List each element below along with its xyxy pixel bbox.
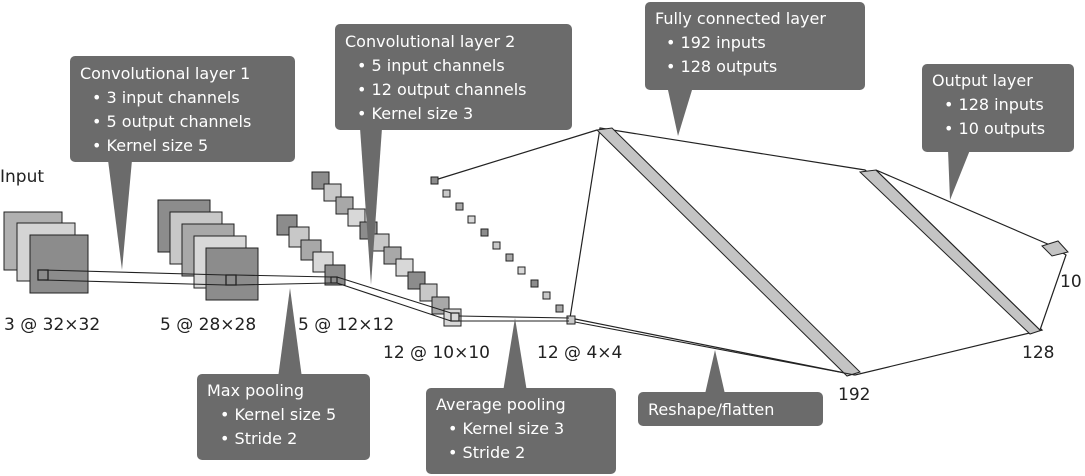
callout-title: Average pooling bbox=[436, 395, 566, 414]
callout-box bbox=[197, 374, 370, 460]
conv1-receptive-field bbox=[225, 274, 237, 286]
callout-conv2: Convolutional layer 2 • 5 input channels… bbox=[335, 24, 572, 285]
callout-title: Convolutional layer 2 bbox=[345, 32, 515, 51]
callout-pointer bbox=[705, 350, 725, 394]
fc-output-count: 128 bbox=[1022, 343, 1054, 363]
callout-box bbox=[922, 64, 1074, 152]
callout-box bbox=[426, 388, 616, 474]
callout-bullet: • 10 outputs bbox=[944, 119, 1045, 138]
callout-pointer bbox=[503, 318, 527, 392]
input-dims-label: 3 @ 32×32 bbox=[4, 315, 100, 335]
callout-box bbox=[335, 24, 572, 130]
conv1-map bbox=[205, 247, 259, 301]
dense-layers bbox=[434, 127, 1069, 377]
connection-line bbox=[235, 282, 332, 286]
pool1-map bbox=[324, 264, 346, 286]
conv1-dims-label: 5 @ 28×28 bbox=[160, 315, 256, 335]
callout-bullet: • Stride 2 bbox=[220, 429, 297, 448]
connection-line bbox=[458, 315, 570, 319]
callout-bullet: • 3 input channels bbox=[92, 88, 240, 107]
input-map bbox=[29, 234, 89, 294]
callout-box bbox=[638, 392, 823, 426]
callout-reshape: Reshape/flatten bbox=[638, 350, 823, 426]
callout-pointer bbox=[948, 150, 970, 200]
pool2-maps bbox=[430, 176, 576, 325]
output-count: 10 bbox=[1060, 272, 1082, 292]
callout-title: Convolutional layer 1 bbox=[80, 64, 250, 83]
input-label: Input bbox=[0, 167, 44, 187]
callout-title: Fully connected layer bbox=[655, 9, 826, 28]
callout-bullet: • 128 outputs bbox=[666, 57, 777, 76]
pool1-receptive-field bbox=[330, 276, 338, 284]
flatten-top-line bbox=[434, 129, 598, 181]
callout-title: Reshape/flatten bbox=[648, 400, 774, 419]
callout-title: Max pooling bbox=[207, 381, 304, 400]
callout-bullet: • Stride 2 bbox=[448, 443, 525, 462]
callout-maxpool: Max pooling • Kernel size 5 • Stride 2 bbox=[197, 288, 370, 460]
pool2-map bbox=[430, 176, 439, 185]
connection-line bbox=[336, 282, 452, 322]
conv1-maps bbox=[157, 199, 259, 301]
callout-bullet: • 5 output channels bbox=[92, 112, 251, 131]
pool2-map bbox=[492, 241, 501, 250]
callout-bullet: • Kernel size 3 bbox=[448, 419, 564, 438]
callout-box bbox=[645, 2, 865, 90]
callout-output: Output layer • 128 inputs • 10 outputs bbox=[922, 64, 1074, 200]
pool2-map bbox=[505, 253, 514, 262]
callout-avgpool: Average pooling • Kernel size 3 • Stride… bbox=[426, 318, 616, 474]
conv2-receptive-field bbox=[450, 312, 460, 322]
stage-labels: Input 3 @ 32×32 5 @ 28×28 5 @ 12×12 12 @… bbox=[0, 167, 1082, 405]
pool2-map bbox=[566, 315, 576, 325]
pool2-map bbox=[442, 189, 451, 198]
conv2-dims-label: 12 @ 10×10 bbox=[383, 343, 490, 363]
input-maps bbox=[3, 211, 89, 294]
callout-bullet: • 192 inputs bbox=[666, 33, 766, 52]
connection-line bbox=[42, 279, 227, 286]
flatten-bottom-line bbox=[574, 321, 856, 376]
fc-input-count: 192 bbox=[838, 385, 870, 405]
pool2-map bbox=[467, 215, 476, 224]
callout-bullet: • 12 output channels bbox=[357, 80, 526, 99]
pool2-map bbox=[517, 266, 526, 275]
pool2-map bbox=[480, 228, 489, 237]
pool2-dims-label: 12 @ 4×4 bbox=[537, 343, 622, 363]
output-node bbox=[1041, 240, 1069, 257]
callout-pointer bbox=[108, 160, 132, 270]
callout-bullet: • 5 input channels bbox=[357, 56, 505, 75]
pool1-maps bbox=[276, 214, 346, 286]
fc-input-band bbox=[595, 127, 861, 377]
pool2-map bbox=[542, 291, 551, 300]
pool2-map bbox=[555, 304, 564, 313]
connection-line bbox=[235, 274, 332, 278]
fully-connected-block bbox=[569, 127, 1044, 376]
pool1-dims-label: 5 @ 12×12 bbox=[298, 315, 394, 335]
callout-fc: Fully connected layer • 192 inputs • 128… bbox=[645, 2, 865, 136]
callout-bullet: • Kernel size 5 bbox=[220, 405, 336, 424]
fc-output-band bbox=[858, 169, 1043, 335]
callout-box bbox=[70, 56, 295, 162]
connection-lines bbox=[42, 269, 856, 376]
output-layer-wedge bbox=[875, 169, 1067, 332]
pool2-map bbox=[455, 202, 464, 211]
conv2-maps bbox=[311, 171, 462, 327]
callout-bullet: • Kernel size 5 bbox=[92, 136, 208, 155]
callout-pointer bbox=[668, 90, 692, 136]
callout-pointer bbox=[360, 128, 382, 285]
callout-title: Output layer bbox=[932, 71, 1033, 90]
callout-bullet: • Kernel size 3 bbox=[357, 104, 473, 123]
callout-pointer bbox=[278, 288, 302, 378]
connection-line bbox=[336, 276, 452, 314]
callout-bullet: • 128 inputs bbox=[944, 95, 1044, 114]
pool2-map bbox=[530, 279, 539, 288]
callout-conv1: Convolutional layer 1 • 3 input channels… bbox=[70, 56, 295, 270]
connection-line bbox=[42, 269, 227, 276]
